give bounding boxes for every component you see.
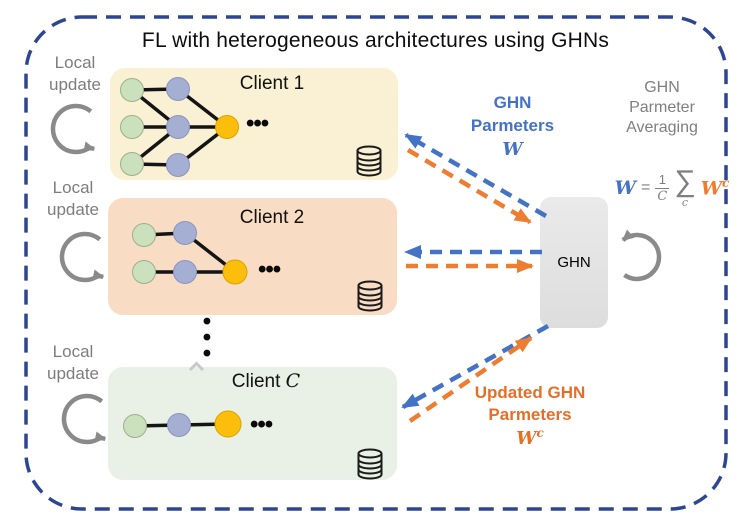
- ghn-self-loop-icon: [621, 229, 662, 282]
- local-update-label: Local update: [37, 52, 113, 96]
- formula-sigma: ∑ c: [674, 165, 696, 209]
- ghn-averaging-label: GHN Parmeter Averaging: [606, 78, 718, 137]
- client-c-label: Client C: [232, 370, 300, 393]
- formula-rhs: Wc: [701, 176, 730, 199]
- ghn-box: GHN: [540, 197, 608, 328]
- updated-parameters-line2: Parmeters: [488, 405, 572, 425]
- client-1-network: [120, 77, 239, 177]
- client-1-panel: [110, 68, 398, 180]
- ghn-parameters-label: GHN Parmeters W: [455, 92, 570, 162]
- formula-denominator: C: [657, 188, 668, 204]
- node-green: [120, 152, 144, 176]
- local-update-label: Local update: [35, 341, 111, 385]
- fraction-bar: [655, 187, 670, 189]
- client-2-ellipsis: •••: [258, 256, 281, 283]
- node-green: [120, 115, 144, 139]
- formula-rhs-sup: c: [722, 176, 730, 191]
- node-green: [120, 78, 144, 102]
- formula-equals: =: [640, 179, 651, 196]
- database-icon: [357, 280, 383, 312]
- local-update-line1: Local: [52, 342, 94, 361]
- node-blue: [173, 260, 197, 284]
- vertical-dot: •: [202, 308, 212, 335]
- sigma-subscript: c: [681, 195, 689, 209]
- updated-params-arrow-from-clientC: [408, 336, 533, 423]
- client-c-ellipsis: •••: [250, 411, 273, 438]
- ghn-averaging-line2: Parmeter: [629, 98, 695, 116]
- client-1-label: Client 1: [239, 73, 305, 94]
- vertical-ellipsis: • • •: [196, 308, 218, 367]
- updated-parameters-symbol-base: W: [516, 428, 537, 450]
- local-update-line2: update: [49, 74, 101, 94]
- node-blue: [166, 153, 190, 177]
- client-c-label-symbol: C: [285, 370, 301, 392]
- ghn-parameters-line2: Parmeters: [470, 115, 555, 135]
- node-blue: [166, 77, 190, 101]
- database-icon: [357, 448, 383, 480]
- updated-parameters-symbol-sup: c: [536, 426, 544, 441]
- node-yellow: [215, 115, 239, 139]
- ghn-params-arrow-to-client1: [404, 133, 548, 218]
- local-update-line1: Local: [54, 53, 96, 72]
- client-2-label: Client 2: [239, 207, 305, 228]
- database-icon: [356, 145, 382, 177]
- node-blue: [167, 413, 191, 437]
- client-2-panel: [108, 198, 397, 315]
- ghn-averaging-line1: GHN: [644, 79, 680, 96]
- client-2-network: [132, 221, 248, 285]
- updated-parameters-line1: Updated GHN: [474, 383, 586, 402]
- vertical-dot: •: [202, 324, 212, 351]
- local-update-line1: Local: [52, 178, 94, 197]
- diagram-title: FL with heterogeneous architectures usin…: [141, 29, 610, 52]
- formula-lhs: W: [614, 177, 636, 199]
- sigma-symbol: ∑: [674, 165, 696, 199]
- chevron-up-icon: [188, 361, 205, 372]
- node-blue: [173, 221, 197, 245]
- node-green: [132, 223, 156, 247]
- updated-params-arrow-from-client1: [406, 148, 532, 224]
- client-c-panel: [108, 367, 397, 480]
- formula-numerator: 1: [658, 171, 666, 187]
- local-update-arrow-icon: [59, 231, 105, 283]
- client-c-label-prefix: Client: [231, 371, 281, 392]
- local-update-line2: update: [47, 363, 99, 383]
- dashed-border: [24, 15, 728, 511]
- parameter-arrows: [401, 133, 550, 423]
- local-update-line2: update: [47, 199, 99, 219]
- client-1-ellipsis: •••: [246, 110, 269, 137]
- ghn-box-label: GHN: [557, 254, 591, 271]
- client-c-network: [123, 410, 242, 438]
- node-blue: [166, 115, 190, 139]
- ghn-parameters-symbol: W: [502, 138, 523, 160]
- averaging-formula: W = 1 C ∑ c Wc: [597, 160, 747, 216]
- node-green: [132, 260, 156, 284]
- formula-fraction: 1 C: [655, 171, 670, 204]
- updated-parameters-label: Updated GHN Parmeters Wc: [455, 382, 605, 451]
- updated-parameters-symbol: Wc: [516, 426, 544, 450]
- local-update-arrow-icon: [61, 393, 107, 445]
- ghn-averaging-line3: Averaging: [626, 118, 698, 136]
- vertical-dot: •: [202, 340, 212, 367]
- local-update-arrow-icon: [50, 103, 96, 155]
- node-yellow: [222, 259, 248, 285]
- node-green: [123, 414, 147, 438]
- ghn-parameters-line1: GHN: [493, 93, 532, 112]
- formula-rhs-base: W: [700, 177, 723, 200]
- node-yellow: [214, 410, 242, 438]
- local-update-label: Local update: [35, 177, 111, 221]
